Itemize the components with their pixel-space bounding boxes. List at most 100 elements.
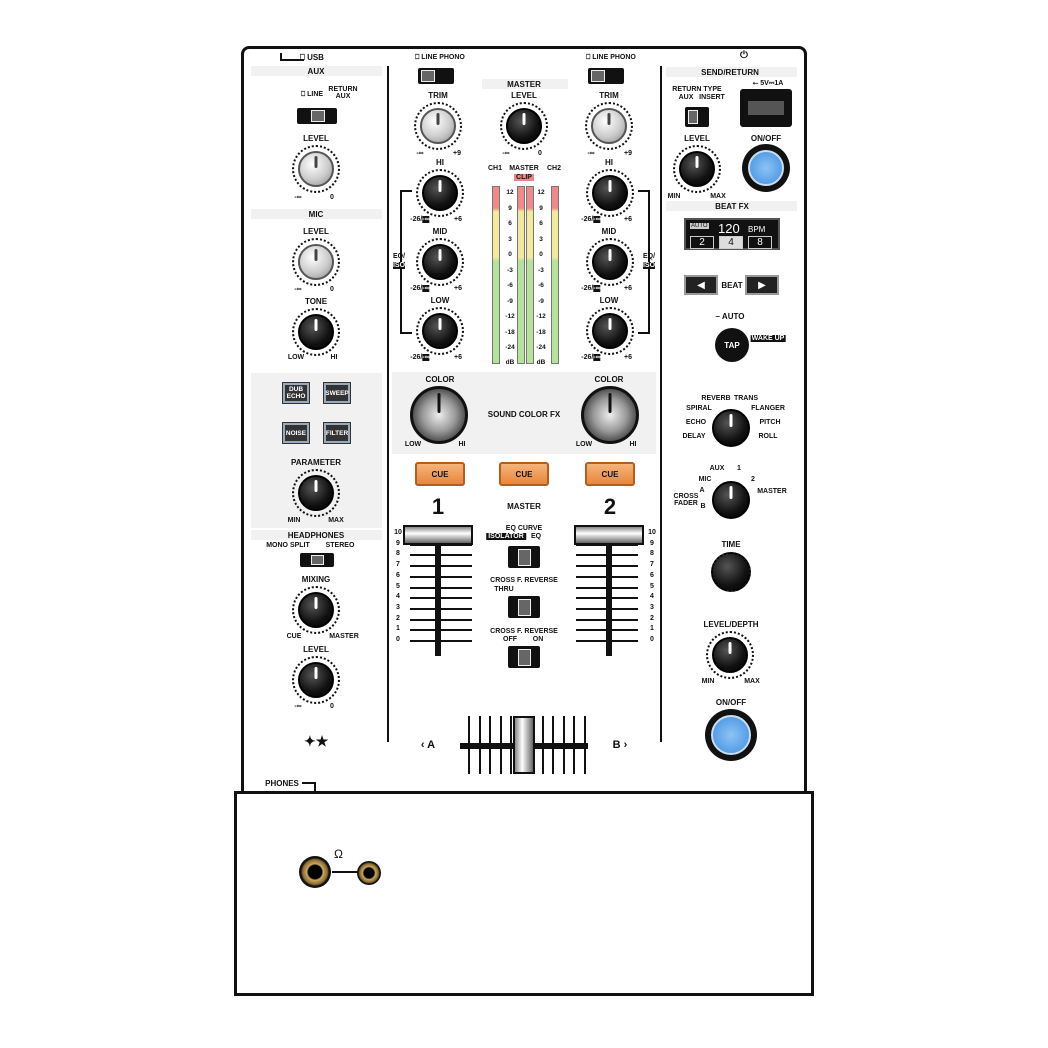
meter-scale-value: -18 — [505, 328, 515, 336]
meter-scale-value: 6 — [539, 220, 543, 227]
ch1-mid-knob[interactable] — [422, 244, 458, 280]
ch1-fader[interactable] — [403, 525, 473, 545]
tap-button[interactable]: TAP — [715, 328, 749, 362]
phones-jack-small[interactable] — [357, 861, 381, 885]
mixer-front-panel — [234, 791, 814, 996]
ch2-fader[interactable] — [574, 525, 644, 545]
fader-scale-value: 10 — [648, 529, 656, 536]
usb-port[interactable] — [740, 89, 792, 127]
ch2-cue-button[interactable]: CUE — [585, 462, 635, 486]
ch2-mid-label: MID — [601, 227, 617, 236]
level-depth-knob[interactable] — [712, 637, 748, 673]
mixing-master: MASTER — [329, 633, 359, 640]
beat-right-button[interactable]: ▶ — [745, 275, 779, 295]
cross-curve-switch[interactable] — [508, 596, 540, 618]
ch1-mid-label: MID — [432, 227, 448, 236]
send-onoff-button[interactable] — [742, 144, 790, 192]
ch2-trim-knob[interactable] — [591, 108, 627, 144]
hp-level-knob[interactable] — [298, 662, 334, 698]
eq-curve-label: EQ CURVE — [505, 525, 543, 532]
fx-trans-label: TRANS — [733, 395, 759, 402]
ch2-input-switch[interactable] — [588, 68, 624, 84]
ch1-low-knob[interactable] — [422, 313, 458, 349]
hp-level-ticks — [292, 656, 340, 704]
level-depth-max: MAX — [744, 678, 760, 685]
mono-split-switch[interactable] — [300, 553, 334, 567]
fx-select-knob[interactable] — [712, 409, 750, 447]
master-level-knob[interactable] — [506, 108, 542, 144]
ch1-fader-track — [435, 526, 441, 656]
eq-curve-switch[interactable] — [508, 546, 540, 568]
parameter-knob[interactable] — [298, 475, 334, 511]
ch1-low-label: LOW — [430, 296, 450, 305]
meter-scale-value: -9 — [507, 297, 513, 305]
ch2-hi-knob[interactable] — [592, 175, 628, 211]
ch1-trim-knob[interactable] — [420, 108, 456, 144]
phones-jack-large[interactable] — [299, 856, 331, 888]
mixing-knob[interactable] — [298, 592, 334, 628]
fader-scale-value: 9 — [396, 539, 400, 547]
aux-input-switch[interactable] — [297, 108, 337, 124]
dub-echo-button[interactable]: DUB ECHO — [282, 382, 310, 404]
fader-scale-value: 9 — [650, 539, 654, 547]
ch1-hi-knob[interactable] — [422, 175, 458, 211]
fader-scale-line — [410, 629, 472, 632]
fx-channel-knob[interactable] — [712, 481, 750, 519]
ch2-mid-knob[interactable] — [592, 244, 628, 280]
ch1-hi-min: -26/-∞ — [410, 216, 430, 223]
beat-left-button[interactable]: ◀ — [684, 275, 718, 295]
aux-line-label: ⎕ LINE — [300, 91, 324, 98]
parameter-max: MAX — [328, 517, 344, 524]
mic-tone-knob[interactable] — [298, 314, 334, 350]
return-type-switch[interactable] — [685, 107, 709, 127]
ch2-color-knob[interactable] — [581, 386, 639, 444]
hp-level-min: -∞ — [294, 703, 302, 710]
time-knob[interactable] — [711, 552, 751, 592]
db-label-right: dB — [536, 359, 546, 366]
ch1-cue-button[interactable]: CUE — [415, 462, 465, 486]
beat-fx-title: BEAT FX — [715, 202, 749, 211]
fader-scale-value: 2 — [396, 614, 400, 622]
ch2-trim-max: +9 — [624, 150, 632, 157]
ch1-color-knob[interactable] — [410, 386, 468, 444]
master-cue-button[interactable]: CUE — [499, 462, 549, 486]
fader-scale-value: 6 — [396, 571, 400, 579]
meter-scale-value: -9 — [538, 297, 544, 305]
usb-bracket — [280, 53, 304, 61]
ch2-low-min: -26/-∞ — [581, 354, 601, 361]
fader-scale-value: 6 — [650, 571, 654, 579]
display-beat-4: 4 — [719, 236, 743, 249]
usb-icon: ⭠ — [752, 80, 761, 87]
filter-button[interactable]: FILTER — [323, 422, 351, 444]
mono-split-label: MONO SPLIT — [266, 542, 310, 549]
meter-scale-value: -24 — [536, 344, 546, 351]
ch2-trim-ticks — [585, 102, 633, 150]
aux-level-label: LEVEL — [303, 134, 329, 143]
cross-reverse-switch[interactable] — [508, 646, 540, 668]
aux-level-knob[interactable] — [298, 151, 334, 187]
meter-scale-value: -18 — [536, 328, 546, 336]
beat-fx-onoff-button[interactable] — [705, 709, 757, 761]
fader-scale-value: 0 — [396, 636, 400, 643]
noise-button[interactable]: NOISE — [282, 422, 310, 444]
clip-indicator: CLIP — [514, 174, 534, 181]
on-label: ON — [532, 636, 544, 643]
master-title: MASTER — [507, 80, 541, 89]
return-aux-label: AUX — [678, 94, 694, 101]
crossfader[interactable] — [513, 716, 535, 774]
ch1-trim-label: TRIM — [428, 91, 448, 100]
meter-scale-value: 3 — [508, 235, 512, 243]
fader-scale-value: 8 — [396, 550, 400, 558]
ch1-input-switch[interactable] — [418, 68, 454, 84]
mic-tone-low: LOW — [287, 354, 305, 361]
ch1-hi-label: HI — [436, 158, 444, 167]
mic-level-knob[interactable] — [298, 244, 334, 280]
return-type-label: RETURN TYPE — [672, 86, 722, 93]
send-level-knob[interactable] — [679, 151, 715, 187]
ch2-low-max: +6 — [624, 354, 632, 361]
ch2-low-knob[interactable] — [592, 313, 628, 349]
sweep-button[interactable]: SWEEP — [323, 382, 351, 404]
master-level-ticks — [500, 102, 548, 150]
cross-reverse-label: CROSS F. REVERSE — [490, 628, 558, 635]
ch-crossfader-label: CROSS FADER — [673, 493, 699, 507]
